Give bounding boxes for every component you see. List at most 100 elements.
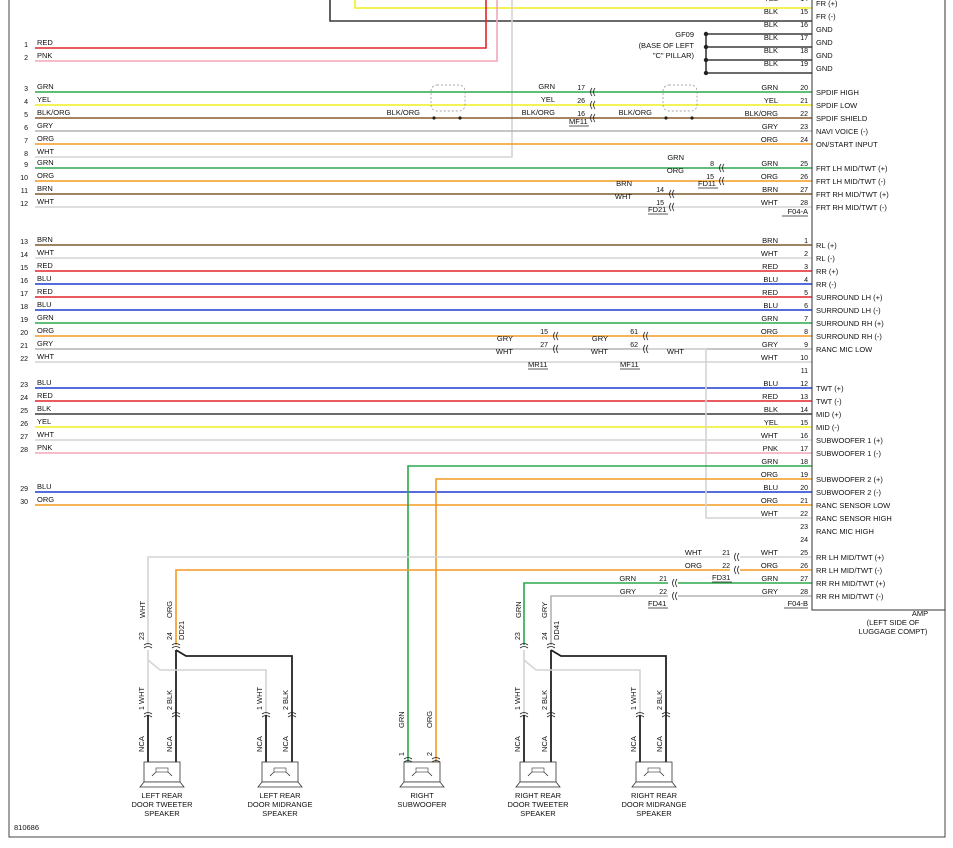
connector-fd41 [675,591,678,601]
wire-color-label: BRN [762,185,778,194]
amp-pin-number: 18 [800,48,808,55]
connector-code: NCA [255,736,264,752]
speaker-magnet [273,767,287,773]
amp-pin-number: 20 [800,85,808,92]
wire-layer [35,0,812,770]
speaker-icon [399,781,445,788]
amp-pin-number: 15 [800,420,808,427]
connector-fd31 [734,565,737,575]
connector-fd21 [669,189,672,199]
connector-mark [635,715,645,718]
amp-pin-number: 20 [800,485,808,492]
connector-mf11-b [643,331,646,341]
speaker-label: SPEAKER [636,809,672,818]
amp-function-label: SURROUND LH (+) [816,293,883,302]
connector-mark [519,712,529,715]
speaker-label: LEFT REAR [141,791,183,800]
left-wire-color: WHT [37,197,54,206]
connector-id: FD11 [698,179,716,188]
connector-mf11-b [643,344,646,354]
inline-pin: 15 [706,174,714,181]
left-wire-color: BLU [37,378,52,387]
amp-function-label: RL (-) [816,254,835,263]
amp-pin-number: 15 [800,9,808,16]
wire-color-label: GRY [592,334,608,343]
amp-function-label: SPDIF LOW [816,101,858,110]
amp-pin-number: 25 [800,161,808,168]
connector-mark [546,712,556,715]
connector-mark [171,715,181,718]
amp-function-label: FRT RH MID/TWT (+) [816,190,889,199]
wire-color-label: WHT [761,431,778,440]
amp-pin-number: 6 [804,303,808,310]
left-wire-color: BRN [37,184,53,193]
amp-pin-number: 14 [800,0,808,3]
amp-pin-number: 7 [804,316,808,323]
speaker-label: SPEAKER [520,809,556,818]
speaker-icon [515,781,561,788]
wire-color-label: BLK [764,7,778,16]
amp-pin-number: 23 [800,524,808,531]
speaker-label: SPEAKER [262,809,298,818]
connector-id: MR11 [528,360,547,369]
wire-fr-minus [329,0,812,22]
connector-fd31 [734,552,737,562]
connector-fd41 [672,591,675,601]
speaker-magnet [155,767,169,773]
connector-id: F04-B [788,599,808,608]
amp-function-label: FRT LH MID/TWT (-) [816,177,886,186]
amp-pin-number: 17 [800,446,808,453]
diagram-frame [8,0,946,838]
wire-color-label: GRN [667,153,684,162]
speaker-pin: 1 [399,752,406,756]
left-wire-color: RED [37,391,53,400]
speaker-wire-color: WHT [629,687,638,704]
figure-id: 810686 [14,823,39,832]
connector-mark [519,715,529,718]
wire-color-label: BLK/ORG [745,109,779,118]
left-wire-number: 14 [20,252,28,259]
left-wire-number: 1 [24,42,28,49]
left-wire-number: 2 [24,55,28,62]
amp-function-label: MID (+) [816,410,842,419]
left-wire-color: WHT [37,248,54,257]
left-wire-color: GRY [37,339,53,348]
connector-fd31 [737,552,740,562]
amp-pin-number: 12 [800,381,808,388]
connector-code: NCA [540,736,549,752]
left-wire-number: 12 [20,201,28,208]
connector-mark [431,757,441,760]
amp-location: LUGGAGE COMPT) [859,627,928,636]
amp-box [811,0,946,611]
amp-pin-number: 5 [804,290,808,297]
connector-code: NCA [629,736,638,752]
wire-8 [35,0,513,158]
connector-mr11 [553,331,556,341]
speaker-wire [175,649,293,715]
wire-color-label: GRN [514,601,523,618]
speaker-wire [147,659,267,715]
left-wire-color: ORG [37,134,54,143]
speaker-magnet [647,767,661,773]
ground-location: (BASE OF LEFT [639,41,695,50]
left-wire-number: 10 [20,175,28,182]
wire-color-label: YEL [764,96,778,105]
connector-mark [143,715,153,718]
wire-color-label: WHT [615,192,632,201]
speaker-pin: 1 [515,706,522,710]
wire-color-label: BRN [616,179,632,188]
speaker-label: RIGHT [410,791,434,800]
amp-title: AMP [912,609,928,618]
left-wire-color: RED [37,287,53,296]
left-wire-color: GRN [37,82,54,91]
connector-mark [171,712,181,715]
left-wire-number: 15 [20,265,28,272]
wire-color-label: GRY [540,602,549,618]
ground-id: GF09 [675,30,694,39]
connector-fd11 [719,176,722,186]
amp-function-label: RR (-) [816,280,837,289]
connector-mark [403,760,413,763]
wire-color-label: ORG [761,561,778,570]
wire-color-label: RED [762,288,778,297]
amp-pin-number: 8 [804,329,808,336]
